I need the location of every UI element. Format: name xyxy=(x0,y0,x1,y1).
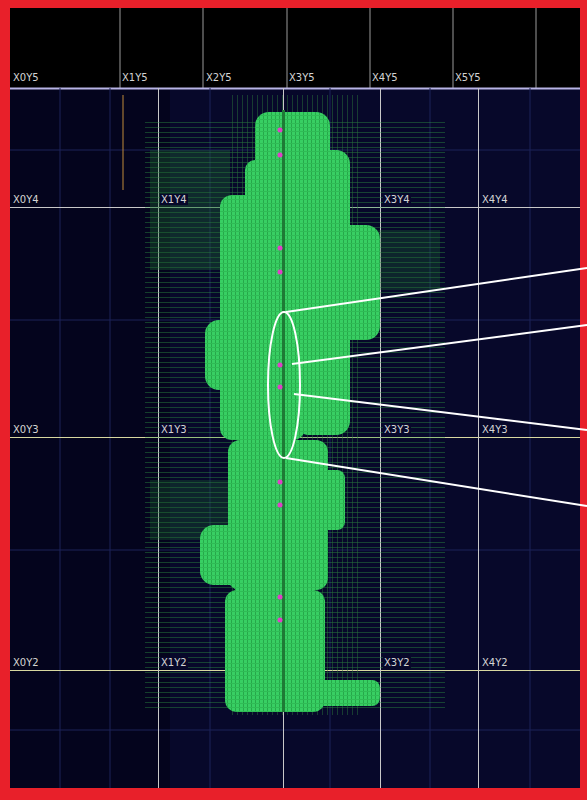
clock-region-label: X1Y4 xyxy=(160,194,188,205)
clock-region-label: X0Y3 xyxy=(12,424,40,435)
clock-region-label: X0Y4 xyxy=(12,194,40,205)
clock-region-label: X4Y3 xyxy=(481,424,509,435)
clock-region-label: X1Y3 xyxy=(160,424,188,435)
clock-region-label: X0Y2 xyxy=(12,657,40,668)
clock-region-label: X3Y3 xyxy=(383,424,411,435)
clock-region-label: X3Y5 xyxy=(288,72,316,83)
clock-region-label: X0Y5 xyxy=(12,72,40,83)
clock-region-label: X4Y4 xyxy=(481,194,509,205)
clock-region-label: X2Y5 xyxy=(205,72,233,83)
clock-region-label: X1Y2 xyxy=(160,657,188,668)
clock-region-label: X3Y2 xyxy=(383,657,411,668)
clock-region-label: X5Y5 xyxy=(454,72,482,83)
clock-region-label: X1Y5 xyxy=(121,72,149,83)
clock-region-label: X4Y2 xyxy=(481,657,509,668)
clock-region-label: X4Y5 xyxy=(371,72,399,83)
clock-region-label: X3Y4 xyxy=(383,194,411,205)
